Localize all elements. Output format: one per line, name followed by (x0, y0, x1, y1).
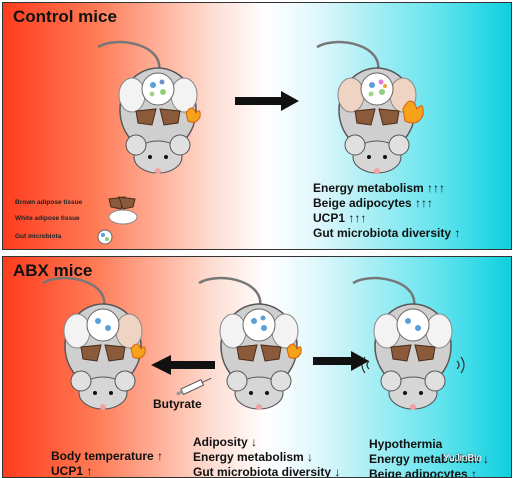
result-line: Gut microbiota diversity ↑ (313, 226, 461, 240)
cold-results: Hypothermia Energy metabolism ↓ Beige ad… (369, 437, 490, 478)
abx-cold-mouse (352, 276, 465, 410)
control-mouse-before (97, 40, 201, 174)
control-panel-title: Control mice (13, 7, 117, 26)
legend-white-fat-icon (108, 209, 138, 225)
legend-gut-microbiota: Gut microbiota (15, 233, 62, 240)
result-line: Beige adipocytes ↑ (369, 467, 478, 478)
abx-mouse (198, 276, 302, 410)
result-line: Beige adipocytes ↑↑↑ (313, 196, 434, 210)
result-line: Energy metabolism ↑↑↑ (313, 181, 446, 195)
control-illustration (97, 40, 424, 245)
control-mice-panel: Control mice (2, 2, 512, 250)
result-line: Energy metabolism ↓ (369, 452, 490, 466)
arrow-left-icon (151, 355, 171, 375)
white-fat-right (170, 77, 198, 113)
brown-fat-left (135, 108, 157, 126)
abx-butyrate-mouse (42, 276, 146, 410)
watermark: YuJinBio (443, 453, 482, 464)
result-line: Adiposity ↓ (193, 435, 258, 449)
legend-gut-microbiota-icon (97, 229, 113, 245)
white-fat-left (118, 77, 146, 113)
legend-brown-adipose: Brown adipose tissue (15, 199, 83, 206)
gut-microbiota (141, 72, 175, 106)
result-line: Body temperature ↑ (51, 449, 164, 463)
result-line: Energy metabolism ↓ (193, 450, 314, 464)
shiver-marks (361, 356, 465, 374)
arrow-right-icon (351, 351, 369, 371)
butyrate-results: Body temperature ↑ UCP1 ↑ (51, 449, 164, 478)
brown-fat-right (159, 108, 181, 126)
control-mouse-after (316, 40, 424, 174)
legend-white-adipose: White adipose tissue (15, 215, 80, 222)
abx-results: Adiposity ↓ Energy metabolism ↓ Gut micr… (193, 435, 341, 478)
butyrate-label: Butyrate (153, 397, 202, 411)
abx-illustration (42, 276, 465, 410)
flame-icon (185, 107, 201, 123)
result-line: UCP1 ↑↑↑ (313, 211, 367, 225)
abx-panel-title: ABX mice (13, 261, 93, 280)
result-line: Hypothermia (369, 437, 443, 451)
syringe-icon (176, 377, 212, 396)
mouse-tail (97, 40, 161, 76)
abx-mice-panel: ABX mice (2, 256, 512, 478)
control-results: Energy metabolism ↑↑↑ Beige adipocytes ↑… (313, 181, 460, 241)
result-line: UCP1 ↑ (51, 464, 93, 478)
result-line: Gut microbiota diversity ↓ (193, 465, 341, 478)
arrow-icon (281, 91, 299, 111)
